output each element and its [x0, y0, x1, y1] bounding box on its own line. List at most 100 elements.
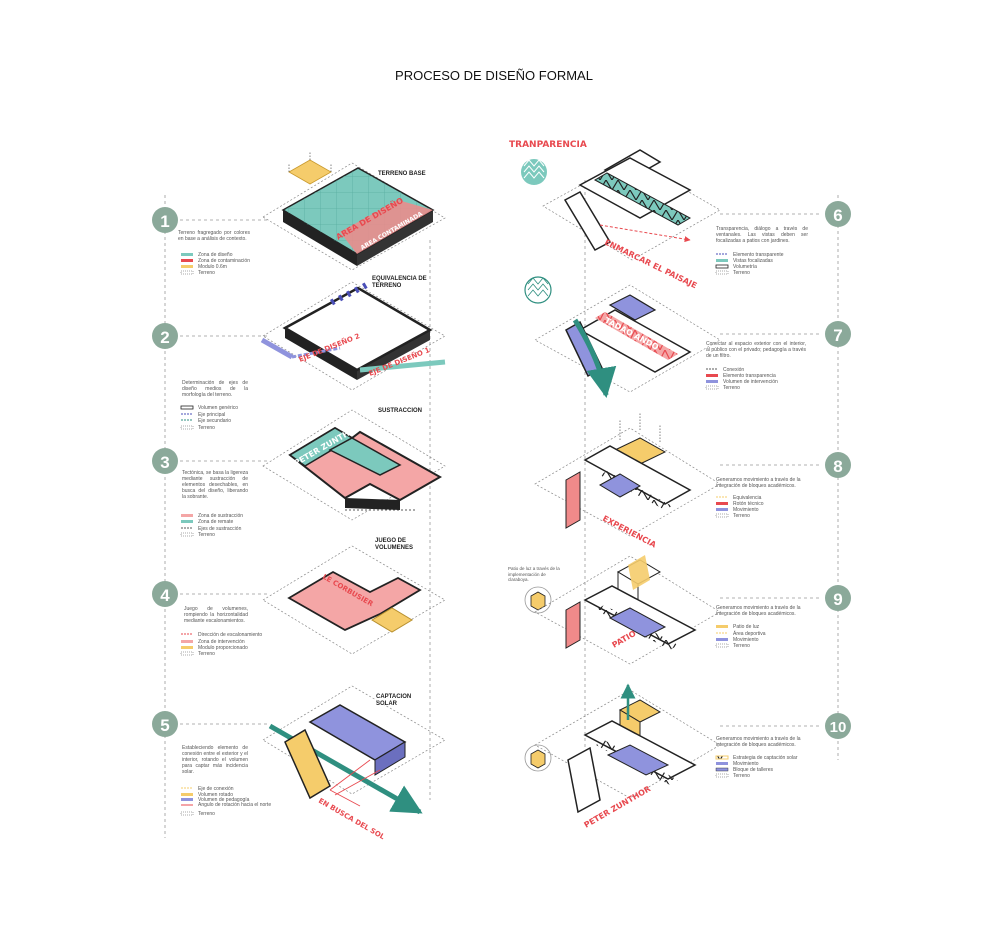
- step-7-number: 7: [833, 326, 842, 345]
- diagram-tadao-ando: TADAO ANDO: [524, 276, 721, 398]
- label-busca-sol: EN BUSCA DEL SOL: [317, 797, 386, 842]
- legend-4-3: Terreno: [198, 651, 215, 657]
- step-10-text: Generamos movimiento a través de la inte…: [715, 736, 801, 779]
- legend-7-3: Terreno: [723, 385, 740, 391]
- legend-3-3: Terreno: [198, 532, 215, 538]
- step-6-text: Transparencia, diálogo a través de venta…: [715, 226, 808, 276]
- step-4-description: Juego de volumenes, rompiendo la horizon…: [184, 606, 248, 624]
- diagram-patio: Patio de luz a través de la implementaci…: [508, 555, 721, 665]
- step-10-circle: [825, 713, 851, 739]
- heading-step-1: TERRENO BASE: [378, 171, 426, 177]
- step-5-number: 5: [160, 716, 169, 735]
- diagram-juego-volumenes: JUEGO DE VOLUMENES LE CORBUSIER: [262, 538, 446, 655]
- legend-10-1: Movimiento: [733, 761, 759, 767]
- legend-6-0: Elemento transparente: [733, 252, 784, 258]
- step-5-circle: [152, 711, 178, 737]
- legend-4-0: Dirección de escalonamiento: [198, 632, 262, 638]
- heading-step-5a: CAPTACION: [376, 694, 411, 700]
- label-experiencia: EXPERIENCIA: [601, 514, 658, 550]
- legend-swatch-module: [181, 265, 193, 268]
- legend-2-0: Volumen genérico: [198, 405, 238, 411]
- legend-1-1: Zona de contaminación: [198, 258, 250, 264]
- legend-1-0: Zona de diseño: [198, 252, 233, 258]
- legend-1-2: Modulo 0.6m: [198, 264, 227, 270]
- heading-step-4a: JUEGO DE: [375, 538, 406, 544]
- step-6-description: Transparencia, diálogo a través de venta…: [716, 226, 808, 244]
- legend-3-1: Zona de remate: [198, 519, 234, 525]
- diagram-peter-zunthor-final: PETER ZUNTHOR: [524, 683, 721, 830]
- step-9-description: Generamos movimiento a través de la inte…: [716, 605, 801, 617]
- step-1-circle: [152, 207, 178, 233]
- legend-7-2: Volumen de intervención: [723, 379, 778, 385]
- step-3-text: Tectónica, se basa la ligereza mediante …: [180, 470, 248, 538]
- step-8-circle: [825, 452, 851, 478]
- step-4-number: 4: [160, 586, 170, 605]
- legend-5-4: Terreno: [198, 811, 215, 817]
- diagram-sustraccion: SUSTRACCION PETER ZUNTHOR: [262, 408, 446, 521]
- legend-5-2: Volumen de pedagogía: [198, 797, 250, 803]
- diagram-transparencia: TRANPARENCIA ENMARCAR EL PAISAJE: [509, 140, 721, 291]
- red-transparency-element: [595, 312, 678, 360]
- step-7-text: Conectar al espacio exterior con el inte…: [705, 341, 806, 391]
- heading-step-6: TRANPARENCIA: [509, 140, 587, 150]
- contaminated-area: [340, 200, 433, 254]
- heading-step-3: SUSTRACCION: [378, 408, 422, 414]
- legend-5-3: Angulo de rotación hacia el norte: [198, 802, 271, 808]
- step-9-circle: [825, 585, 851, 611]
- step-3-description: Tectónica, se basa la ligereza mediante …: [182, 470, 248, 500]
- diagram-experiencia: EXPERIENCIA: [534, 412, 721, 550]
- legend-9-2: Movimiento: [733, 637, 759, 643]
- diagram-captacion-solar: CAPTACION SOLAR EN BUSCA DEL SOL: [262, 685, 446, 842]
- step-1-description: Terreno fragregado por colores en base a…: [178, 230, 250, 242]
- step-10-description: Generamos movimiento a través de la inte…: [716, 736, 801, 748]
- step-6-number: 6: [833, 206, 842, 225]
- legend-4-1: Zona de intervención: [198, 639, 245, 645]
- diagram-equivalencia: EQUIVALENCIA DE TERRENO EJE DE DISEÑO 2 …: [260, 276, 446, 391]
- legend-9-1: Área deportiva: [733, 630, 766, 637]
- legend-10-2: Bloque de talleres: [733, 767, 774, 773]
- legend-8-2: Movimiento: [733, 507, 759, 513]
- legend-1-3: Terreno: [198, 270, 215, 276]
- legend-8-0: Equivalencia: [733, 495, 762, 501]
- legend-5-0: Eje de conexión: [198, 786, 234, 792]
- step-5-text: Estableciendo elemento de conexión entre…: [180, 745, 271, 817]
- heading-step-2: EQUIVALENCIA DE: [372, 276, 427, 282]
- step-9-number: 9: [833, 590, 842, 609]
- step-number-circles-left: 1 2 3 4 5: [152, 207, 178, 737]
- legend-2-1: Eje principal: [198, 412, 225, 418]
- legend-8-1: Rotón técnico: [733, 501, 764, 507]
- legend-6-3: Terreno: [733, 270, 750, 276]
- legend-2-2: Eje secundario: [198, 418, 231, 424]
- step-3-circle: [152, 448, 178, 474]
- legend-swatch-terrain: [180, 270, 194, 275]
- step-1-text: Terreno fragregado por colores en base a…: [178, 230, 250, 276]
- step-7-circle: [825, 321, 851, 347]
- step-6-circle: [825, 201, 851, 227]
- step-8-number: 8: [833, 457, 842, 476]
- step-2-text: Determinación de ejes de diseño medios d…: [180, 380, 248, 431]
- step-8-text: Generamos movimiento a través de la inte…: [715, 477, 800, 519]
- diagram-terreno-base: TERRENO BASE AREA DE DISEÑO AREA CONTAMI…: [262, 152, 446, 271]
- transparent-element: [593, 172, 692, 226]
- legend-2-3: Terreno: [198, 425, 215, 431]
- page-title: PROCESO DE DISEÑO FORMAL: [395, 68, 593, 83]
- step-7-description: Conectar al espacio exterior con el inte…: [706, 341, 806, 359]
- legend-swatch-design: [181, 253, 193, 256]
- legend-10-0: Estrategia de captación solar: [733, 755, 798, 761]
- legend-8-3: Terreno: [733, 513, 750, 519]
- step-4-circle: [152, 581, 178, 607]
- label-enmarcar: ENMARCAR EL PAISAJE: [603, 238, 698, 291]
- legend-7-1: Elemento transparencia: [723, 373, 776, 379]
- step-4-text: Juego de volumenes, rompiendo la horizon…: [180, 606, 262, 657]
- step-2-circle: [152, 323, 178, 349]
- heading-step-4b: VOLUMENES: [375, 545, 413, 551]
- legend-4-2: Modulo proporcionado: [198, 645, 248, 651]
- legend-swatch-contamination: [181, 259, 193, 262]
- legend-7-0: Conexión: [723, 367, 744, 373]
- legend-3-0: Zona de sustracción: [198, 513, 243, 519]
- step-5-description: Estableciendo elemento de conexión entre…: [182, 745, 248, 775]
- step-10-number: 10: [830, 719, 847, 736]
- heading-step-2-line2: TERRENO: [372, 283, 402, 289]
- step-9-text: Generamos movimiento a través de la inte…: [715, 605, 801, 649]
